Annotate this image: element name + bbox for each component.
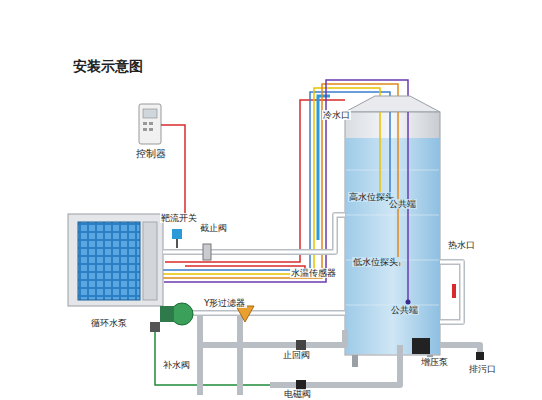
part-label: 排污口 [468,364,497,374]
flow-switch [172,229,182,239]
controller-icon [139,104,161,144]
part-label: 公共端 [390,305,419,315]
water-pipe [163,215,480,395]
makeup-valve [150,322,160,332]
y-strainer [236,306,254,322]
part-label: 热水口 [447,240,476,250]
part-label: 补水阀 [162,360,191,370]
part-label: 冷水口 [322,110,351,120]
part-label: 低水位探头 [352,257,399,267]
part-label: 增压泵 [420,357,449,367]
component-name: 控制器 [136,147,166,161]
valve [452,284,456,298]
part-label: 公共端 [388,199,417,209]
water-tank [345,96,440,112]
part-label: 电磁阀 [283,389,312,399]
check-valve [296,340,306,350]
circulation-pump [171,303,193,325]
diagram-title: 安装示意图 [73,58,143,76]
booster-pump [412,338,430,354]
part-label: Y形过滤器 [203,298,247,308]
component-label-box: 控制器 [136,147,166,161]
part-label: 靶流开关 [160,213,198,223]
drain-valve [476,352,484,360]
part-label: 截止阀 [199,223,228,233]
shutoff-valve [203,244,211,260]
part-label: 循环水泵 [90,318,128,328]
part-label: 水温传感器 [290,268,337,278]
heat-pump-unit [68,214,163,306]
part-label: 止回阀 [282,350,311,360]
